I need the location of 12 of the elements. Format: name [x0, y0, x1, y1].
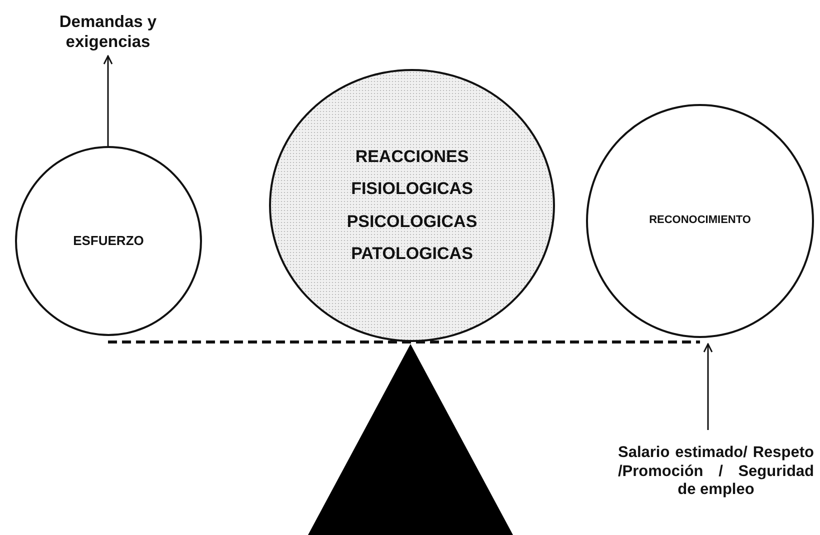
circle-text: RECONOCIMIENTO	[649, 214, 751, 228]
circle-text: PSICOLOGICAS	[346, 212, 478, 232]
demand-label: Demandas y exigencias	[58, 13, 158, 53]
reward-label: Salario estimado/ Respeto /Promoción / Seguridad de empleo	[618, 444, 814, 500]
balance-beam	[108, 340, 700, 344]
fulcrum-triangle	[308, 344, 513, 535]
arrow	[103, 55, 113, 146]
circle-text: FISIOLOGICAS	[351, 179, 473, 200]
circle-text: PATOLOGICAS	[351, 244, 473, 264]
arrow	[703, 343, 713, 430]
circle-text: REACCIONES	[355, 146, 469, 168]
circle-text: ESFUERZO	[73, 233, 144, 249]
